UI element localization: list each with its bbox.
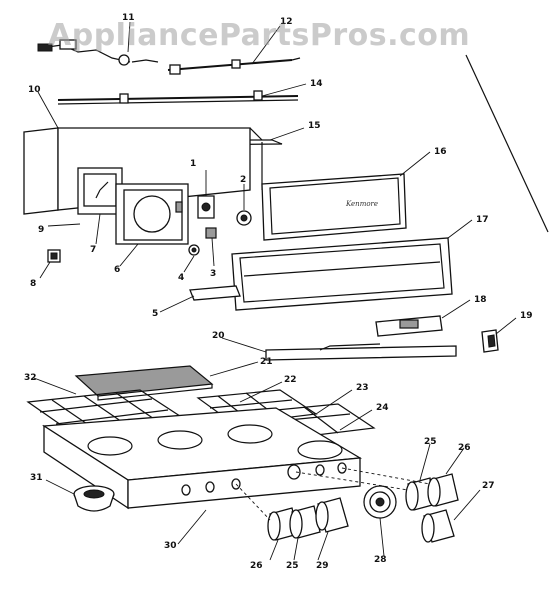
scan-margin-line	[465, 54, 549, 233]
part-25-knob-lower	[289, 505, 321, 539]
part-21-griddle	[74, 365, 214, 401]
callout-26-upper: 26	[458, 443, 471, 453]
part-30-cooktop-body	[42, 407, 363, 510]
part-12-igniter	[167, 57, 301, 75]
part-28-burner-cap	[363, 485, 397, 519]
part-6-bezel	[115, 183, 189, 245]
callout-15: 15	[308, 121, 321, 131]
callout-8: 8	[30, 279, 36, 289]
part-17-backguard-frame	[231, 237, 453, 311]
callout-32: 32	[24, 373, 37, 383]
part-27-knob	[421, 509, 455, 543]
callout-25-lower: 25	[286, 561, 299, 571]
callout-25-upper: 25	[424, 437, 437, 447]
callout-10: 10	[28, 85, 41, 95]
callout-24: 24	[376, 403, 389, 413]
callout-30: 30	[164, 541, 177, 551]
callout-9: 9	[38, 225, 44, 235]
callout-4: 4	[178, 273, 184, 283]
callout-1: 1	[190, 159, 196, 169]
leader-lines	[33, 21, 517, 561]
part-2-grommet	[236, 210, 252, 226]
callout-12: 12	[280, 17, 293, 27]
callout-2: 2	[240, 175, 246, 185]
callout-22: 22	[284, 375, 297, 385]
callout-28: 28	[374, 555, 387, 565]
part-31-drip-bowl	[73, 485, 115, 512]
watermark-logo: AppliancePartsPros.com	[48, 18, 471, 53]
callout-11: 11	[122, 13, 135, 23]
part-20-trim-strip	[265, 343, 457, 361]
callout-6: 6	[114, 265, 120, 275]
leader-dashed-3	[235, 483, 271, 521]
part-5-trim	[189, 285, 241, 301]
callout-23: 23	[356, 383, 369, 393]
callout-26-lower: 26	[250, 561, 263, 571]
leader-dashed-2	[341, 467, 431, 485]
part-11-wire-harness	[37, 39, 159, 66]
leader-dashed-1	[295, 471, 409, 491]
part-29-knob	[315, 497, 349, 533]
part-18-control-strip	[375, 315, 443, 337]
callout-18: 18	[474, 295, 487, 305]
part-3-clip	[205, 227, 217, 239]
part-16-front-panel: Kenmore	[261, 173, 407, 241]
callout-27: 27	[482, 481, 495, 491]
part-4-knob	[188, 244, 200, 256]
callout-31: 31	[30, 473, 43, 483]
callout-3: 3	[210, 269, 216, 279]
callout-5: 5	[152, 309, 158, 319]
callout-20: 20	[212, 331, 225, 341]
part-14-rod	[57, 90, 299, 105]
callout-7: 7	[90, 245, 96, 255]
part-19-end-cap	[481, 329, 499, 353]
callout-19: 19	[520, 311, 533, 321]
part-8-bracket	[47, 249, 61, 263]
callout-21: 21	[260, 357, 273, 367]
callout-29: 29	[316, 561, 329, 571]
callout-17: 17	[476, 215, 489, 225]
panel-script-text: Kenmore	[345, 200, 378, 208]
part-26-knob-upper	[427, 473, 459, 507]
part-25-knob-upper	[405, 477, 437, 511]
part-1-switch	[197, 195, 215, 219]
callout-14: 14	[310, 79, 323, 89]
callout-16: 16	[434, 147, 447, 157]
